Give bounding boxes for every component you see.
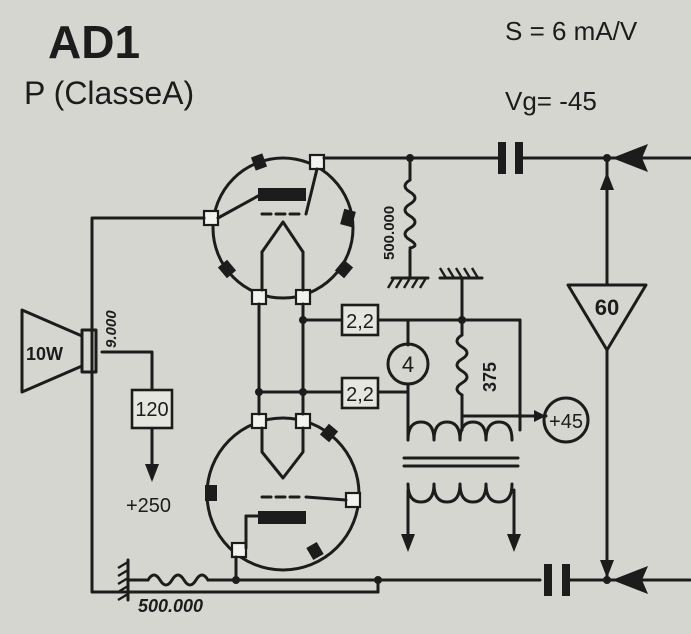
resistor-500k-bottom [146,573,210,587]
transformer [402,420,520,504]
capacitor-bottom [544,564,570,596]
capacitor-top [498,142,523,174]
arrow-output-right-icon [507,534,521,552]
tube-top [202,153,356,306]
speaker-power-label: 10W [26,344,63,364]
arrow-driver-up-icon [600,172,614,190]
ground-symbol-top [386,277,428,289]
bias-voltage-indicator: +45 [534,396,590,444]
resistor-bottom-label: 500.000 [138,596,203,616]
tube-title: AD1 [48,16,140,68]
grid-bias-label: Vg= -45 [505,86,597,116]
arrow-input-top-icon [612,144,691,172]
ground-symbol-bottom [117,558,130,602]
junction-dots [232,154,611,584]
resistor-500k-top [403,178,417,250]
supply-voltage-label: +250 [126,495,171,517]
arrow-output-left-icon [401,534,415,552]
anode-resistor: 120 [130,388,174,430]
bias-resistor-label: 375 [480,362,500,392]
filament-indicator: 4 [386,342,430,386]
arrow-driver-down-icon [600,560,614,578]
arrow-supply-icon [145,464,159,482]
bias-voltage-label: +45 [549,411,583,433]
tube-bottom [205,412,362,572]
resistor-top-label: 500.000 [381,206,398,260]
resistor-375 [455,333,469,397]
arrow-input-bottom-icon [612,566,648,594]
ground-symbol-right [438,267,480,279]
driver-gain-label: 60 [595,295,619,320]
grid-stopper-bottom: 2,2 [340,376,380,410]
driver-amplifier: 60 [566,283,648,352]
anode-resistor-label: 120 [135,399,168,421]
mode-label: P (ClasseA) [24,75,194,111]
transconductance-label: S = 6 mA/V [505,16,638,46]
speaker-impedance-label: 9.000 [103,310,120,348]
grid-stopper-top: 2,2 [340,303,380,337]
grid-stopper-bottom-label: 2,2 [346,384,374,406]
grid-stopper-top-label: 2,2 [346,311,374,333]
speaker-icon: 10W [20,308,98,394]
filament-label: 4 [402,352,414,377]
